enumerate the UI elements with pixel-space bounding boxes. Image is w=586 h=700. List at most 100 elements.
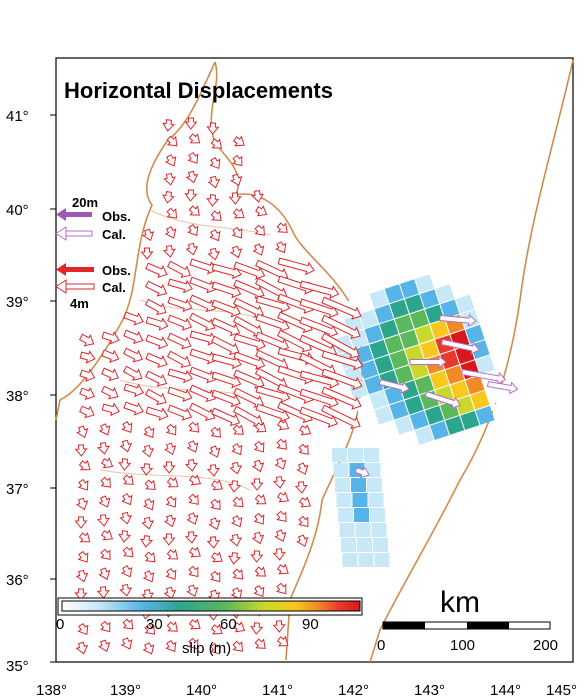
displacement-arrow (123, 329, 144, 345)
displacement-arrow (145, 370, 168, 387)
slip-patch (415, 274, 435, 294)
displacement-arrow (189, 384, 216, 403)
displacement-arrow (188, 205, 200, 216)
colorbar-tick: 90 (302, 616, 319, 633)
displacement-arrow (209, 156, 221, 170)
displacement-arrow (233, 621, 246, 633)
displacement-arrow (211, 389, 241, 408)
displacement-arrow (255, 313, 290, 333)
displacement-arrow (167, 404, 193, 421)
displacement-arrow (189, 366, 217, 384)
displacement-arrow (253, 512, 265, 525)
slip-patch (354, 294, 374, 314)
displacement-arrow (254, 638, 266, 649)
displacement-arrow (211, 317, 241, 337)
slip-patch (352, 493, 368, 507)
displacement-arrow (276, 563, 289, 575)
slip-patch (389, 350, 409, 370)
slip-patch (450, 380, 470, 400)
displacement-arrow (162, 461, 176, 474)
slip-patch (430, 420, 449, 440)
displacement-arrow (440, 338, 480, 355)
slip-patch (384, 334, 404, 354)
slip-patch (414, 425, 434, 445)
displacement-arrow (144, 551, 156, 563)
lat-label: 40° (6, 202, 29, 219)
displacement-arrow (100, 548, 111, 561)
displacement-arrow (167, 332, 192, 350)
displacement-arrow (120, 637, 133, 650)
displacement-arrow (78, 459, 91, 471)
displacement-arrow (189, 474, 202, 486)
slip-patch (374, 355, 394, 375)
displacement-arrow (79, 386, 96, 401)
displacement-arrow (163, 586, 177, 600)
displacement-arrow (439, 313, 477, 327)
slip-patch (465, 324, 485, 344)
slip-patch (465, 375, 485, 395)
displacement-arrow (77, 622, 89, 636)
displacement-arrow (100, 385, 119, 400)
displacement-arrow (230, 515, 243, 528)
slip-patch (425, 304, 445, 324)
slip-patch (374, 553, 390, 567)
displacement-arrow (75, 497, 89, 511)
displacement-arrow (189, 330, 218, 346)
displacement-arrow (277, 257, 315, 276)
displacement-arrow (142, 570, 155, 583)
displacement-arrow (98, 423, 111, 436)
displacement-arrow (187, 637, 199, 650)
displacement-arrow (184, 117, 198, 130)
displacement-arrow (299, 280, 340, 299)
slip-patch (348, 448, 363, 462)
displacement-arrow (96, 586, 110, 599)
displacement-arrow (77, 550, 89, 563)
displacement-arrow (145, 406, 169, 421)
displacement-arrow (298, 496, 311, 508)
displacement-arrow (98, 495, 111, 508)
displacement-arrow (140, 463, 154, 476)
slip-patch (450, 279, 470, 299)
displacement-arrow (232, 154, 243, 167)
displacement-arrow (79, 405, 95, 419)
displacement-arrow (167, 314, 193, 331)
displacement-arrow (228, 480, 242, 493)
lat-label: 36° (6, 572, 29, 589)
displacement-arrow (320, 332, 360, 359)
displacement-arrow (167, 368, 193, 384)
lon-label: 138° (36, 682, 67, 699)
slip-patch (355, 523, 371, 537)
displacement-arrow (77, 478, 89, 491)
legend: 20m Obs. Cal. Obs. Cal. 4m (55, 195, 131, 311)
slip-patch (364, 375, 384, 395)
displacement-arrow (277, 419, 290, 431)
slip-patch (354, 344, 374, 364)
displacement-arrow (255, 385, 291, 404)
displacement-arrow (274, 529, 287, 542)
displacement-arrow (210, 335, 240, 356)
displacement-arrow (96, 514, 110, 527)
displacement-arrow (166, 135, 178, 147)
displacement-arrow (207, 175, 221, 189)
colorbar-tick: 60 (220, 616, 237, 633)
land-displacement-arrows (74, 117, 364, 655)
displacement-arrow (119, 583, 133, 597)
displacement-arrow (122, 365, 143, 381)
displacement-arrow (188, 421, 200, 433)
scale-unit: km (440, 586, 480, 619)
displacement-arrow (145, 316, 169, 331)
slip-patch (470, 390, 490, 410)
displacement-arrow (296, 534, 309, 548)
displacement-arrow (186, 512, 199, 525)
displacement-arrow (187, 151, 199, 164)
displacement-arrow (101, 331, 120, 345)
longitude-axis: 138° 139° 140° 141° 142° 143° 144° 145° (36, 682, 577, 699)
displacement-arrow (276, 491, 290, 503)
displacement-arrow (210, 479, 224, 491)
legend-cal-large-arrow (55, 226, 93, 241)
slip-patch (430, 370, 450, 390)
displacement-arrow (208, 517, 221, 530)
slip-patch (364, 425, 384, 445)
displacement-arrow (163, 514, 177, 528)
